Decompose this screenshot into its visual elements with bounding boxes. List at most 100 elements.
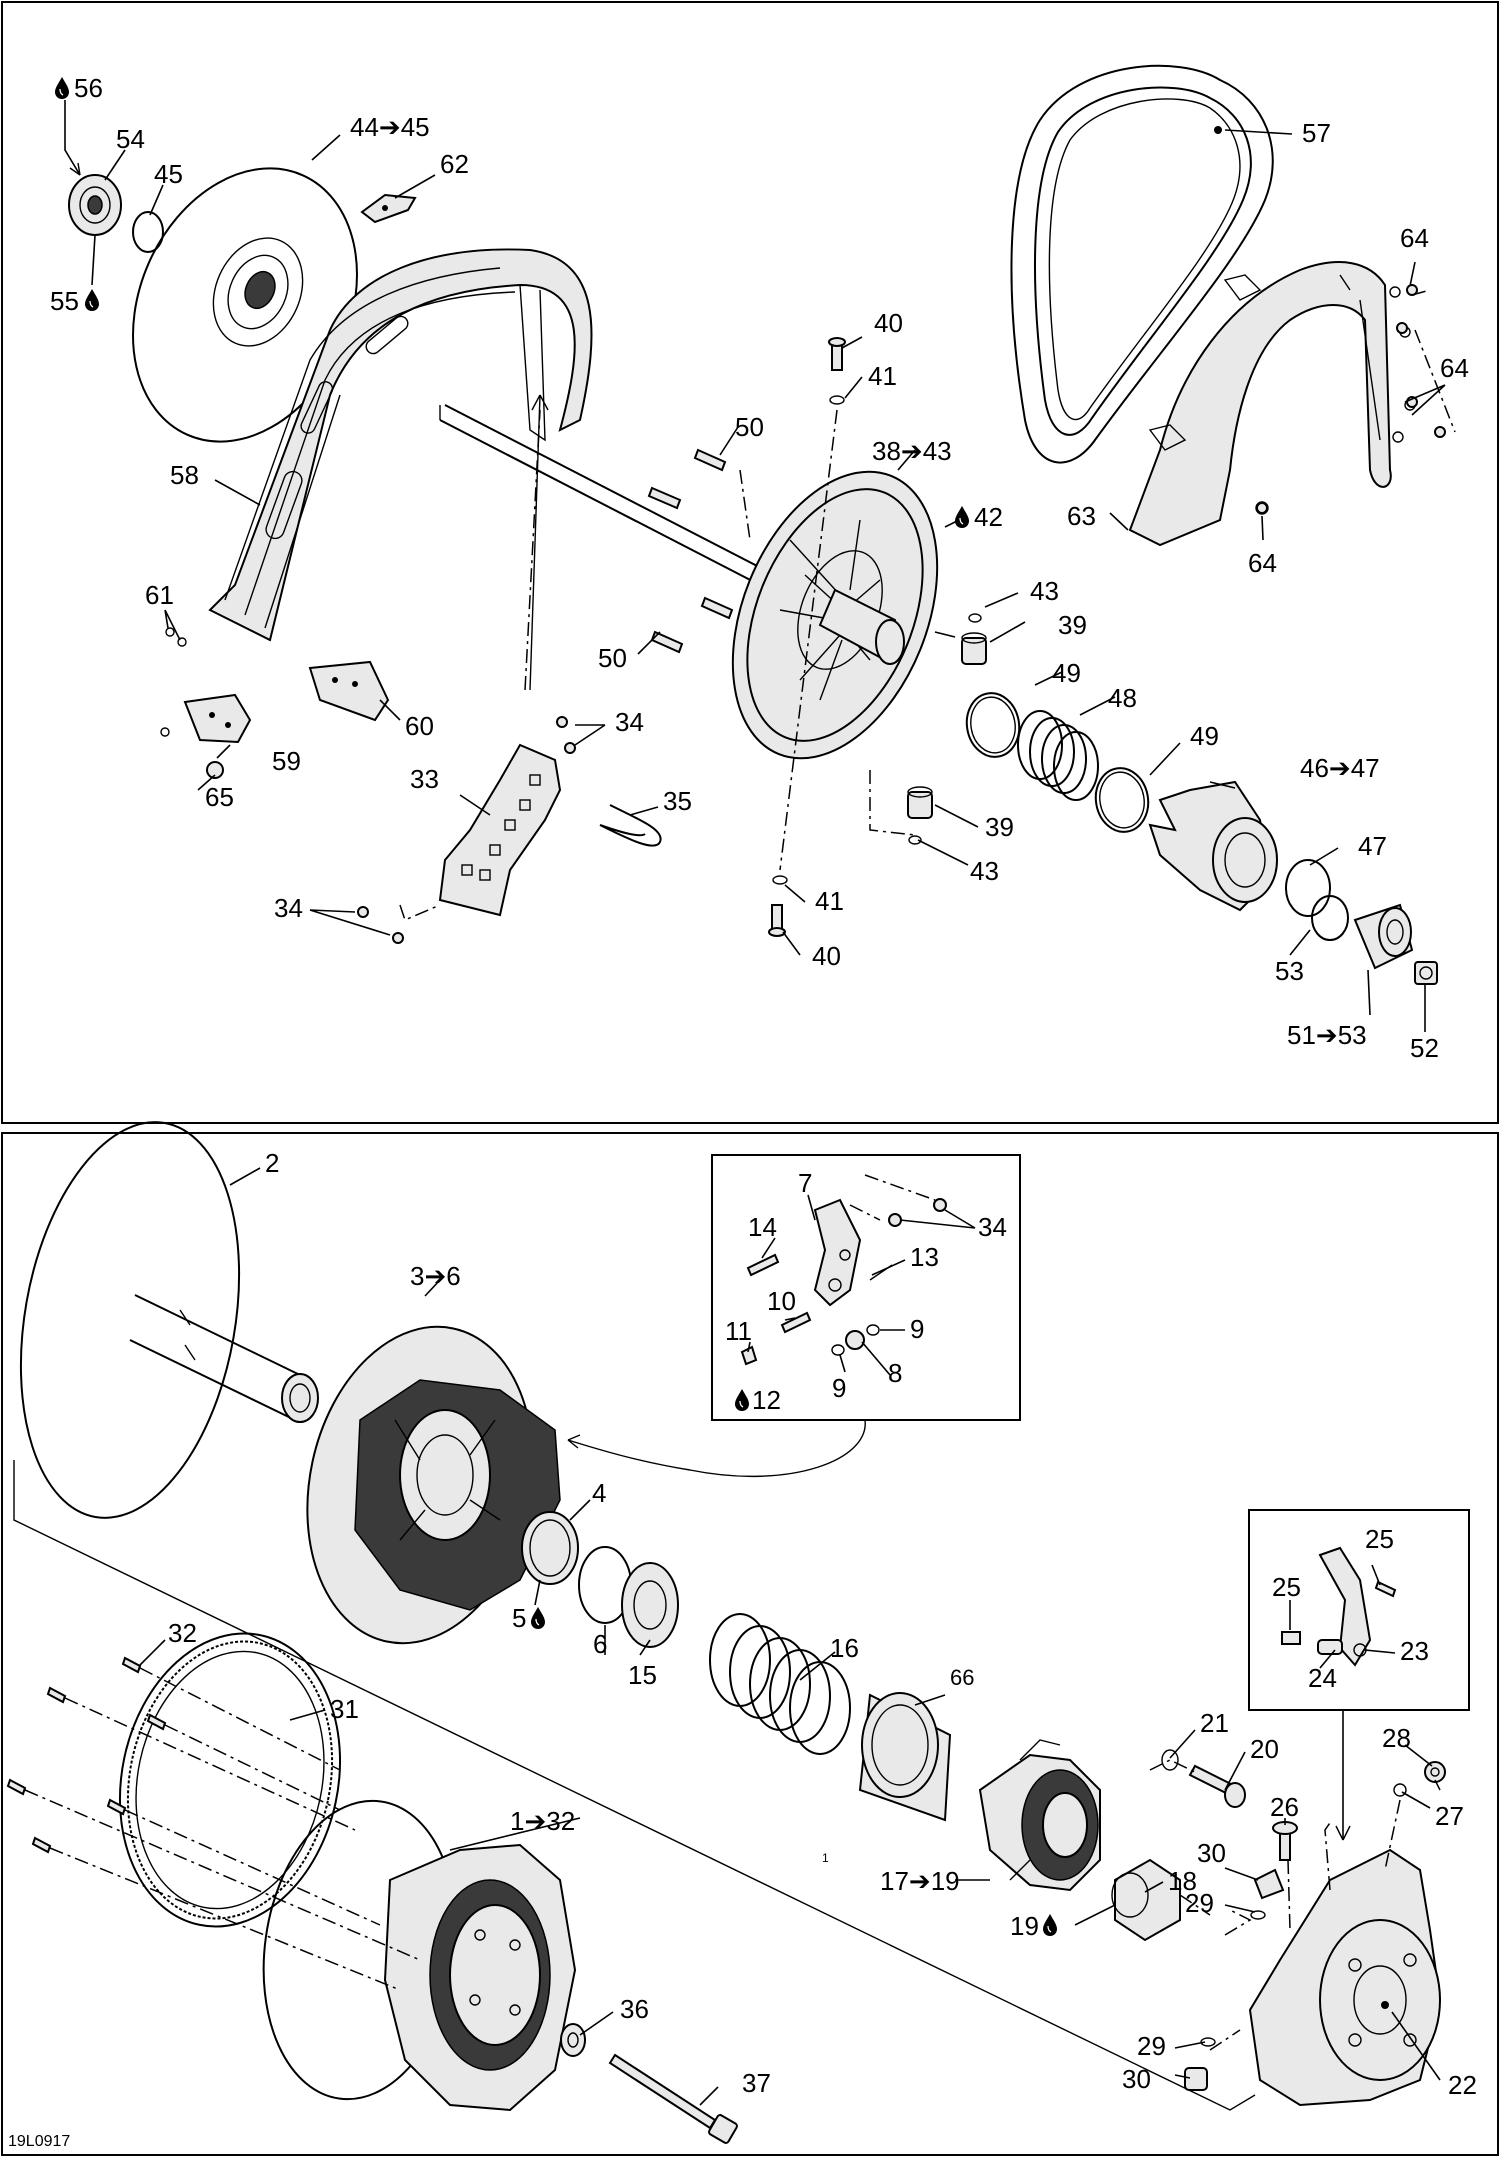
- label-16: 16: [830, 1633, 859, 1663]
- hub-51: [1353, 903, 1414, 970]
- washer-41-upper: [829, 395, 845, 405]
- label-26: 26: [1270, 1792, 1299, 1822]
- label-40-upper: 40: [874, 308, 903, 338]
- label-50-lower: 50: [598, 643, 627, 673]
- label-17-19: 17➔19: [880, 1866, 960, 1896]
- washer-41-lower: [772, 875, 788, 885]
- screws-50: [647, 448, 734, 654]
- inset-arrow-lever: [567, 1419, 866, 1477]
- bushing-4: [521, 1511, 579, 1585]
- drive-belt-57: [1010, 64, 1274, 464]
- label-5: 5: [512, 1603, 526, 1633]
- leader-lines-bottom: [139, 1167, 1441, 2106]
- ring-gear-31: [118, 1632, 342, 1928]
- pin-40-lower: [768, 904, 786, 937]
- label-30-lower: 30: [1122, 2064, 1151, 2094]
- bracket-58: [208, 248, 593, 642]
- label-29-upper: 29: [1185, 1888, 1214, 1918]
- movable-sheave-3: [306, 1325, 561, 1645]
- label-15: 15: [628, 1660, 657, 1690]
- label-9-left: 9: [832, 1373, 846, 1403]
- label-59: 59: [272, 746, 301, 776]
- label-36: 36: [620, 1994, 649, 2024]
- label-30-upper: 30: [1197, 1838, 1226, 1868]
- label-10: 10: [767, 1286, 796, 1316]
- pin-40-upper: [828, 337, 846, 371]
- label-11: 11: [725, 1316, 752, 1346]
- label-50-upper: 50: [735, 412, 764, 442]
- label-39-upper: 39: [1058, 610, 1087, 640]
- assembly-lines-top: [399, 289, 1456, 922]
- label-54: 54: [116, 124, 145, 154]
- label-47: 47: [1358, 831, 1387, 861]
- label-58: 58: [170, 460, 199, 490]
- drive-shaft: [439, 404, 766, 586]
- label-60: 60: [405, 711, 434, 741]
- label-49-upper: 49: [1052, 658, 1081, 688]
- label-37: 37: [742, 2068, 771, 2098]
- bracket-59: [183, 693, 252, 744]
- assembly-bracket-line: [13, 1460, 1256, 2111]
- roller-39-lower: [907, 786, 933, 819]
- assembly-lines-bottom: [24, 1667, 1441, 2051]
- label-56: 56: [74, 73, 103, 103]
- label-39-lower: 39: [985, 812, 1014, 842]
- label-43-upper: 43: [1030, 576, 1059, 606]
- label-42: 42: [974, 502, 1003, 532]
- label-49-lower: 49: [1190, 721, 1219, 751]
- label-33: 33: [410, 764, 439, 794]
- plate-60: [308, 660, 390, 722]
- retaining-ring-45: [132, 211, 164, 253]
- label-51-53: 51➔53: [1287, 1020, 1367, 1050]
- label-6: 6: [593, 1629, 607, 1659]
- label-27: 27: [1435, 1801, 1464, 1831]
- label-18: 18: [1168, 1866, 1197, 1896]
- label-43-lower: 43: [970, 856, 999, 886]
- label-48: 48: [1108, 683, 1137, 713]
- cam-46: [1148, 780, 1278, 912]
- label-34-inset: 34: [978, 1212, 1007, 1242]
- label-3-6: 3➔6: [410, 1261, 461, 1291]
- label-29-lower: 29: [1137, 2031, 1166, 2061]
- label-64-a: 64: [1400, 223, 1429, 253]
- label-9-right: 9: [910, 1314, 924, 1344]
- label-25-left: 25: [1272, 1572, 1301, 1602]
- label-21: 21: [1200, 1708, 1229, 1738]
- cover-22: [1248, 1848, 1442, 2107]
- label-35: 35: [663, 786, 692, 816]
- fixed-sheave-2: [19, 1121, 319, 1519]
- ring-49-left: [965, 692, 1021, 758]
- screws-32: [6, 1656, 167, 1854]
- part-62: [360, 193, 417, 224]
- washer-36: [560, 2023, 586, 2057]
- label-64-c: 64: [1248, 548, 1277, 578]
- label-65: 65: [205, 782, 234, 812]
- washer-21: [1161, 1749, 1179, 1771]
- screw-26: [1272, 1821, 1298, 1861]
- roller-39-upper: [961, 632, 987, 665]
- washer-43-upper: [968, 613, 982, 623]
- label-13: 13: [910, 1242, 939, 1272]
- ring-49-right: [1094, 767, 1150, 833]
- label-41-upper: 41: [868, 361, 897, 391]
- label-4: 4: [592, 1478, 606, 1508]
- figure-reference-code: 19L0917: [8, 2133, 70, 2150]
- label-64-b: 64: [1440, 353, 1469, 383]
- washer-27: [1393, 1783, 1407, 1797]
- label-55: 55: [50, 286, 79, 316]
- sleeve-66: [858, 1692, 952, 1822]
- label-20: 20: [1250, 1734, 1279, 1764]
- label-1-32: 1➔32: [510, 1806, 575, 1836]
- label-8: 8: [888, 1358, 902, 1388]
- bearing-54: [68, 174, 122, 236]
- inset-box-weights: [1248, 1509, 1470, 1841]
- label-63: 63: [1067, 501, 1096, 531]
- label-61: 61: [145, 580, 174, 610]
- ring-53: [1311, 895, 1349, 941]
- label-52: 52: [1410, 1033, 1439, 1063]
- label-66: 66: [950, 1665, 974, 1690]
- callout-labels-top: 56 54 45 55 44➔45 62 57 64 64 64 63 40 4…: [50, 73, 1469, 1063]
- bolt-37: [608, 2053, 738, 2144]
- screw-20: [1188, 1764, 1246, 1808]
- bushing-18: [1111, 1858, 1181, 1942]
